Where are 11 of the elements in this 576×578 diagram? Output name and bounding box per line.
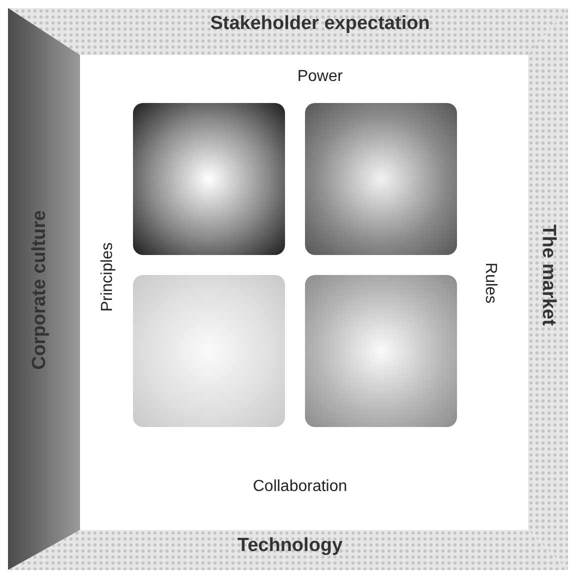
gradient-square xyxy=(305,103,457,255)
axis-label: Rules xyxy=(481,262,499,304)
gradient-square xyxy=(133,275,285,427)
band-label: The market xyxy=(537,224,559,326)
band-label: Technology xyxy=(237,535,343,557)
axis-label: Principles xyxy=(99,242,117,312)
axis-label: Collaboration xyxy=(252,478,348,496)
axis-label: Power xyxy=(297,68,343,86)
gradient-square xyxy=(133,103,285,255)
band-label: Corporate culture xyxy=(29,210,51,370)
gradient-square xyxy=(305,275,457,427)
